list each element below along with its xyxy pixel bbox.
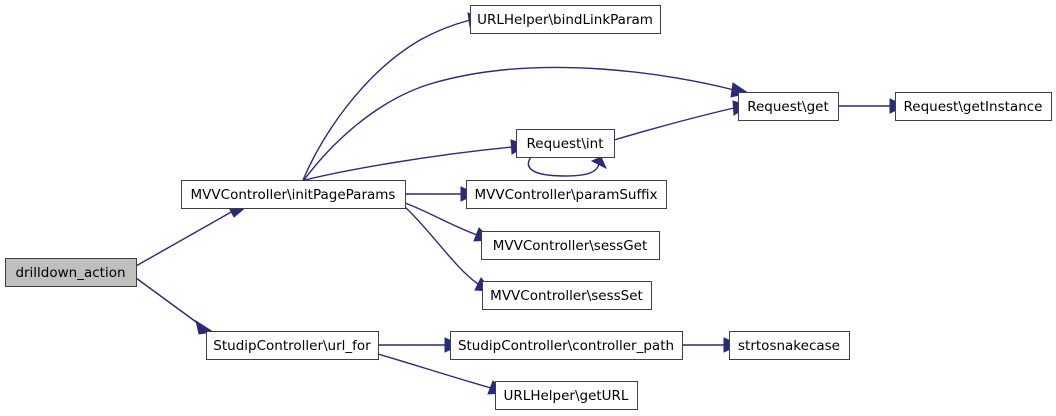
node-label: URLHelper\bindLinkParam [477, 12, 653, 28]
edge-line [527, 156, 600, 177]
node-box[interactable] [466, 180, 667, 209]
graph-node-bindLinkParam[interactable]: URLHelper\bindLinkParam [470, 5, 661, 34]
edge-line [304, 146, 513, 181]
node-label: MVVController\sessGet [493, 238, 648, 254]
graph-node-sessGet[interactable]: MVVController\sessGet [481, 231, 660, 260]
graph-node-paramSuffix[interactable]: MVVController\paramSuffix [466, 180, 667, 209]
nodes-layer: drilldown_action MVVController\initPagePa… [5, 5, 1052, 410]
node-box[interactable] [738, 92, 839, 121]
graph-node-getURL[interactable]: URLHelper\getURL [495, 381, 638, 410]
edge-line [404, 206, 479, 285]
edge-requestInt-to-requestInt [527, 156, 608, 177]
edge-line [303, 66, 735, 181]
node-label: drilldown_action [15, 265, 125, 281]
node-label: StudipController\controller_path [458, 338, 674, 354]
edge-line [613, 107, 735, 141]
node-label: URLHelper\getURL [504, 388, 629, 404]
node-box[interactable] [516, 129, 615, 158]
edge-line [404, 202, 478, 236]
graph-node-urlFor[interactable]: StudipController\url_for [206, 331, 379, 360]
node-label: Request\int [527, 136, 604, 152]
graph-node-controllerPath[interactable]: StudipController\controller_path [450, 331, 683, 360]
node-label: MVVController\initPageParams [191, 187, 396, 203]
node-label: MVVController\paramSuffix [474, 187, 657, 203]
node-label: Request\getInstance [904, 99, 1043, 115]
graph-node-strtosnakecase[interactable]: strtosnakecase [729, 331, 850, 360]
node-box[interactable] [450, 331, 683, 360]
node-box[interactable] [729, 331, 850, 360]
edge-line [135, 210, 234, 267]
graph-node-requestInt[interactable]: Request\int [516, 129, 615, 158]
node-box[interactable] [895, 92, 1052, 121]
graph-node-requestGetInstance[interactable]: Request\getInstance [895, 92, 1052, 121]
edge-line [377, 353, 492, 389]
node-label: strtosnakecase [738, 338, 840, 354]
graph-node-requestGet[interactable]: Request\get [738, 92, 839, 121]
edge-line [135, 277, 204, 328]
node-box[interactable] [5, 258, 137, 287]
node-box[interactable] [181, 180, 406, 209]
edge-line [302, 19, 471, 181]
graph-node-initPageParams[interactable]: MVVController\initPageParams [181, 180, 406, 209]
node-box[interactable] [482, 281, 652, 310]
node-box[interactable] [495, 381, 638, 410]
graph-node-sessSet[interactable]: MVVController\sessSet [482, 281, 652, 310]
node-label: StudipController\url_for [213, 338, 371, 354]
node-box[interactable] [481, 231, 660, 260]
node-label: Request\get [747, 99, 829, 115]
node-box[interactable] [470, 5, 661, 34]
arrowhead-icon [590, 156, 608, 170]
node-box[interactable] [206, 331, 379, 360]
graph-node-drilldown_action[interactable]: drilldown_action [5, 258, 137, 287]
node-label: MVVController\sessSet [490, 288, 643, 304]
